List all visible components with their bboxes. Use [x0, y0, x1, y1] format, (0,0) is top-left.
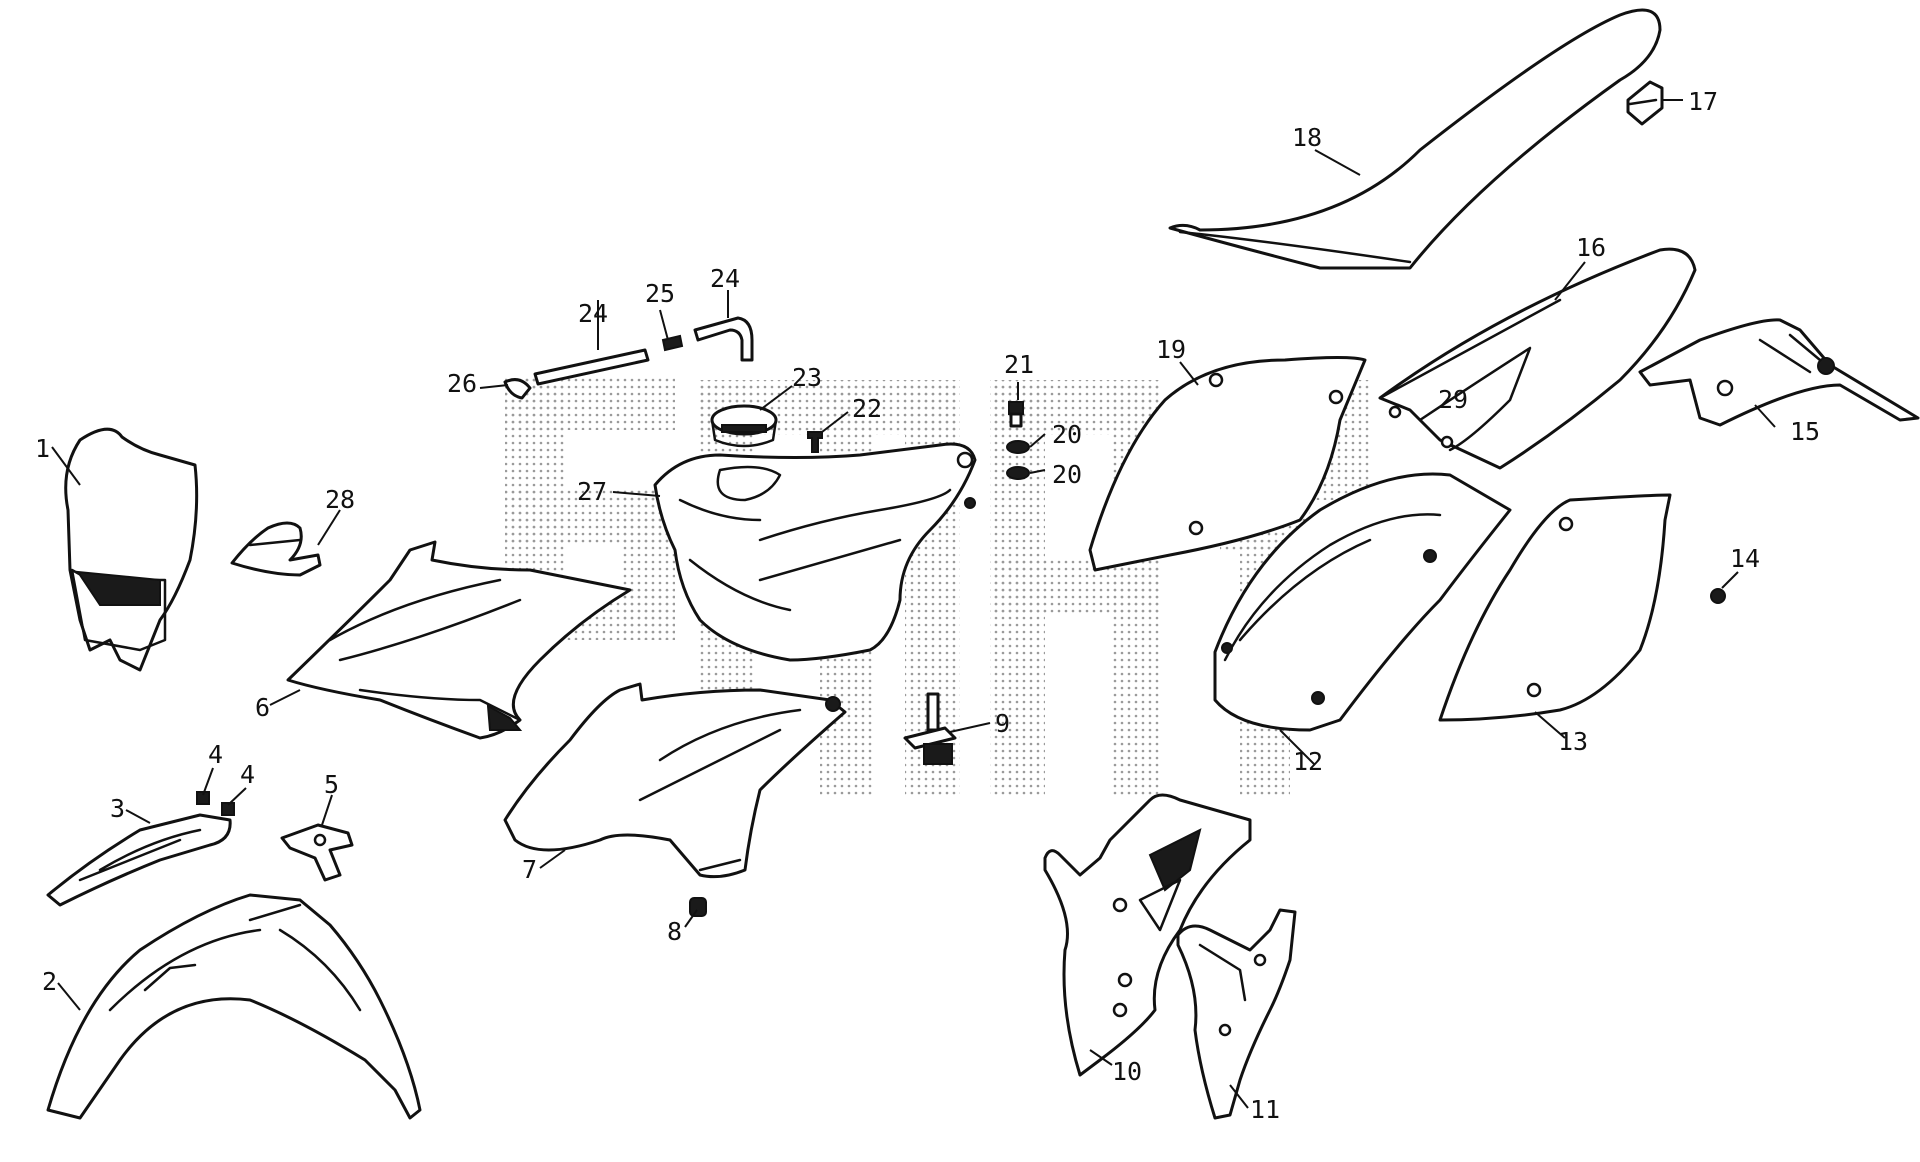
- rear-fender: [1213, 472, 1512, 732]
- callout-3: 3: [110, 794, 125, 823]
- washer-20b: [1006, 466, 1030, 480]
- callout-24b: 24: [710, 264, 740, 293]
- front-fender: [46, 893, 422, 1120]
- mudflap: [1638, 318, 1920, 427]
- callout-23: 23: [792, 363, 822, 392]
- callout-15: 15: [1790, 417, 1820, 446]
- rear-fender-top: [1378, 247, 1697, 470]
- callout-20a: 20: [1052, 420, 1082, 449]
- screw-22: [807, 431, 823, 453]
- callout-17: 17: [1688, 87, 1718, 116]
- callout-29: 29: [1438, 385, 1468, 414]
- callout-22: 22: [852, 394, 882, 423]
- callout-11: 11: [1250, 1095, 1280, 1124]
- leader-lines: [51, 99, 1776, 1109]
- callout-7: 7: [522, 855, 537, 884]
- breather-hose-24a: [533, 348, 650, 386]
- callout-21: 21: [1004, 350, 1034, 379]
- washer-20a: [1006, 440, 1030, 454]
- screw-14: [1710, 588, 1726, 604]
- breather-hose-24b: [693, 316, 754, 362]
- callout-13: 13: [1558, 727, 1588, 756]
- callout-5: 5: [324, 770, 339, 799]
- callout-27: 27: [577, 477, 607, 506]
- callout-28: 28: [325, 485, 355, 514]
- callout-9: 9: [995, 709, 1010, 738]
- hose-end-26: [503, 378, 532, 400]
- fuel-cap: [710, 404, 778, 448]
- callout-14: 14: [1730, 544, 1760, 573]
- callout-20b: 20: [1052, 460, 1082, 489]
- grommet: [689, 897, 707, 917]
- callout-6: 6: [255, 693, 270, 722]
- check-valve-25: [661, 334, 684, 352]
- callout-24a: 24: [578, 299, 608, 328]
- bolt-21: [1008, 401, 1024, 428]
- radiator-scoop-left: [286, 540, 632, 740]
- callout-2: 2: [42, 967, 57, 996]
- seat-clip: [1626, 80, 1664, 126]
- callout-10: 10: [1112, 1057, 1142, 1086]
- nut-4a: [196, 791, 210, 805]
- side-panel-right: [1438, 493, 1672, 722]
- callout-16: 16: [1576, 233, 1606, 262]
- strap: [230, 521, 322, 577]
- side-panel-left: [1088, 356, 1367, 572]
- callout-12: 12: [1293, 747, 1323, 776]
- bracket: [280, 823, 354, 882]
- callouts: 1 2 3 4 4 5 6 7 8 9 10 11 12 13 14 15 16…: [35, 87, 1820, 1124]
- callout-26: 26: [447, 369, 477, 398]
- front-number-plate: [46, 813, 232, 907]
- seat: [1168, 8, 1662, 270]
- headlight-mask: [64, 427, 199, 672]
- radiator-scoop-right: [503, 682, 847, 879]
- callout-4a: 4: [208, 740, 223, 769]
- nut-4b: [221, 802, 235, 816]
- callout-19: 19: [1156, 335, 1186, 364]
- fuel-tap: [903, 692, 957, 765]
- callout-25: 25: [645, 279, 675, 308]
- callout-8: 8: [667, 917, 682, 946]
- callout-18: 18: [1292, 123, 1322, 152]
- callout-1: 1: [35, 434, 50, 463]
- frame-guard-right: [1176, 908, 1297, 1120]
- fuel-tank: [653, 442, 977, 662]
- callout-4b: 4: [240, 760, 255, 789]
- frame-guard-left: [1043, 793, 1252, 1077]
